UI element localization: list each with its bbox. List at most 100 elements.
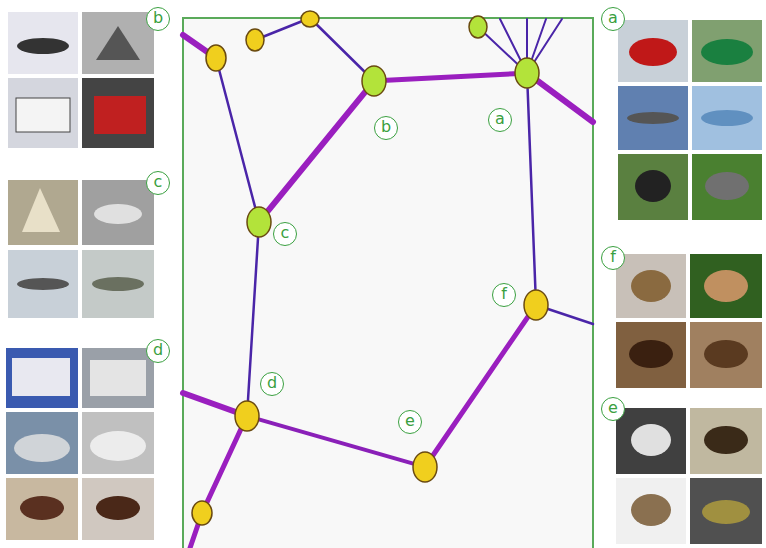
- graph-dot: [246, 29, 264, 51]
- thumbnail-object: [635, 170, 671, 202]
- group-letter: c: [146, 171, 170, 195]
- thumbnail: [8, 250, 78, 318]
- thumbnail-object: [90, 431, 146, 461]
- thumbnail-object: [12, 358, 70, 396]
- group-letter: b: [146, 7, 170, 31]
- thumbnail-object: [96, 26, 140, 60]
- graph-dots: [192, 11, 487, 525]
- thumbnail: [616, 478, 686, 544]
- group-letter: d: [146, 339, 170, 363]
- graph-edge-line: [387, 74, 514, 81]
- graph-dot: [469, 16, 487, 38]
- thumbnail: [618, 86, 688, 150]
- thumbnail: [82, 78, 154, 148]
- thumbnail: [692, 86, 762, 150]
- thumbnail-object: [702, 500, 750, 524]
- node-ellipse: [514, 57, 540, 89]
- node-ellipse-shape: [515, 58, 539, 88]
- thumbnail-object: [22, 188, 60, 232]
- node-ellipse: [234, 400, 260, 432]
- thumbnail: [82, 412, 154, 474]
- thumbnail-object: [94, 204, 142, 224]
- node-letter: b: [374, 116, 398, 140]
- thumbnail-object: [92, 277, 144, 291]
- graph-edge: [248, 238, 258, 400]
- thumbnail: [8, 180, 78, 245]
- thumbnail: [616, 322, 686, 388]
- thumbnail-object: [704, 340, 748, 368]
- node-ellipse-shape: [235, 401, 259, 431]
- thumbnail: [692, 20, 762, 82]
- thumbnail-object: [17, 278, 69, 290]
- graph-node: d: [234, 400, 260, 432]
- graph-edge-line: [528, 89, 536, 289]
- group-letter: f: [601, 246, 625, 270]
- graph-line: [202, 416, 247, 513]
- graph-node: e: [412, 451, 438, 483]
- thumbnail-object: [94, 96, 146, 134]
- thumbnail-object: [96, 496, 140, 520]
- graph-edge-line: [260, 420, 413, 464]
- thumbnail-object: [17, 38, 69, 54]
- thumbnail-object: [704, 426, 748, 454]
- thumbnail: [618, 154, 688, 220]
- graph-dot: [206, 45, 226, 71]
- graph-dot: [301, 11, 319, 27]
- node-ellipse: [361, 65, 387, 97]
- graph-node: b: [361, 65, 387, 97]
- graph-dot: [192, 501, 212, 525]
- graph-edge: [387, 74, 514, 81]
- node-ellipse: [246, 206, 272, 238]
- thumbnail: [692, 154, 762, 220]
- thumbnail: [690, 322, 762, 388]
- node-letter: e: [398, 410, 422, 434]
- node-letter: a: [488, 108, 512, 132]
- thumbnail: [8, 78, 78, 148]
- thumbnail: [616, 408, 686, 474]
- node-letter: c: [273, 222, 297, 246]
- graph-edge: [528, 89, 536, 289]
- thumbnail-object: [16, 98, 70, 132]
- thumbnail-object: [629, 38, 677, 66]
- thumbnail-object: [90, 360, 146, 396]
- thumbnail: [690, 408, 762, 474]
- thumbnail: [82, 250, 154, 318]
- thumbnail-object: [705, 172, 749, 200]
- node-ellipse-shape: [362, 66, 386, 96]
- graph-edge: [433, 317, 527, 455]
- node-letter: f: [492, 283, 516, 307]
- graph-edge-line: [268, 92, 365, 210]
- graph-node: c: [246, 206, 272, 238]
- graph-line: [216, 58, 259, 222]
- thumbnail: [6, 412, 78, 474]
- thumbnail-object: [631, 494, 671, 526]
- graph-edge: [260, 420, 413, 464]
- thumbnail-object: [629, 340, 673, 368]
- thumbnail: [8, 12, 78, 74]
- node-ellipse: [523, 289, 549, 321]
- graph-edge-line: [248, 238, 258, 400]
- node-letter: d: [260, 372, 284, 396]
- graph-node: f: [523, 289, 549, 321]
- thumbnail: [6, 478, 78, 540]
- thumbnail: [616, 254, 686, 318]
- thumbnail-object: [20, 496, 64, 520]
- thumbnail: [690, 478, 762, 544]
- group-letter: e: [601, 397, 625, 421]
- thumbnail-object: [631, 270, 671, 302]
- graph-node: a: [514, 57, 540, 89]
- thumbnail-object: [631, 424, 671, 456]
- thumbnail: [618, 20, 688, 82]
- thumbnail-object: [627, 112, 679, 124]
- graph-edge-line: [433, 317, 527, 455]
- group-letter: a: [601, 7, 625, 31]
- node-ellipse: [412, 451, 438, 483]
- graph-edge: [268, 92, 365, 210]
- graph-frame: [183, 18, 593, 548]
- thumbnail: [6, 348, 78, 408]
- thumbnail: [690, 254, 762, 318]
- thumbnail: [82, 348, 154, 408]
- thumbnail-object: [701, 39, 753, 65]
- thumbnail: [82, 12, 154, 74]
